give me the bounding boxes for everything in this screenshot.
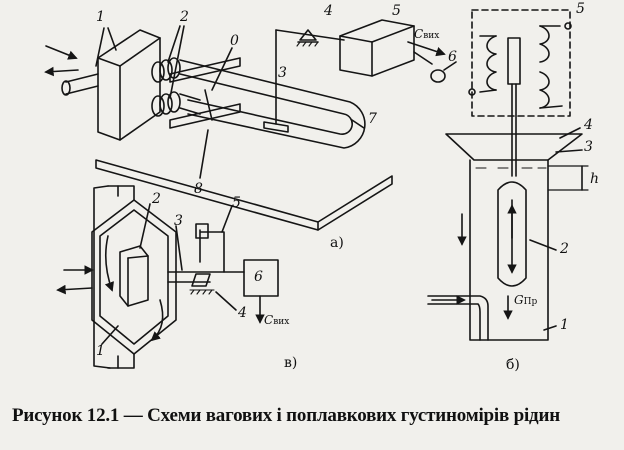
output-signal-a: Cвих bbox=[414, 28, 439, 41]
bellows bbox=[151, 57, 181, 117]
inlet-flange-block bbox=[97, 29, 161, 141]
float bbox=[497, 181, 527, 287]
float-rod bbox=[511, 83, 517, 177]
label-v-4: 4 bbox=[238, 305, 247, 321]
panel-b-drawing bbox=[427, 9, 589, 341]
label-v-2: 2 bbox=[152, 191, 161, 207]
label-b-2: 2 bbox=[560, 241, 569, 257]
label-v-6: 6 bbox=[254, 269, 263, 285]
secondary-coil-b bbox=[539, 71, 550, 109]
label-a-2: 2 bbox=[180, 9, 189, 25]
panel-label-b: б) bbox=[506, 357, 520, 373]
label-v-5: 5 bbox=[232, 195, 241, 211]
output-wire bbox=[413, 51, 433, 65]
label-b-3: 3 bbox=[584, 139, 593, 155]
float-body bbox=[119, 245, 149, 307]
label-a-0: 0 bbox=[230, 33, 239, 49]
panel-v-drawing bbox=[56, 185, 279, 369]
chamber-inner bbox=[99, 209, 169, 345]
label-b-4: 4 bbox=[584, 117, 593, 133]
pipe-loop bbox=[107, 185, 135, 369]
secondary-coil-a bbox=[539, 25, 550, 63]
label-a-4: 4 bbox=[324, 3, 333, 19]
inlet-pipe bbox=[65, 73, 99, 95]
lever bbox=[275, 29, 345, 41]
spring-cap bbox=[195, 223, 209, 239]
label-a-8: 8 bbox=[194, 181, 203, 197]
label-v-1: 1 bbox=[96, 343, 105, 359]
u-tube-inner bbox=[179, 73, 353, 135]
output-signal-v-subscript: вих bbox=[273, 317, 290, 327]
clamp-frame-top bbox=[169, 57, 241, 83]
base-plate bbox=[95, 159, 393, 231]
transducer-v bbox=[243, 259, 279, 297]
transducer-block bbox=[339, 19, 415, 77]
label-a-1: 1 bbox=[96, 9, 105, 25]
label-a-3: 3 bbox=[278, 65, 287, 81]
float-force: GПр bbox=[514, 294, 537, 307]
output-signal-a-subscript: вих bbox=[423, 31, 440, 41]
output-signal-v: Cвих bbox=[264, 314, 289, 327]
label-b-1: 1 bbox=[560, 317, 569, 333]
chamber-housing bbox=[91, 199, 177, 355]
spring bbox=[199, 229, 225, 273]
panel-label-a: а) bbox=[330, 235, 344, 251]
output-connector bbox=[430, 69, 446, 83]
fulcrum bbox=[299, 29, 317, 41]
float-force-symbol: G bbox=[514, 293, 524, 307]
figure-caption: Рисунок 12.1 — Схеми вагових і поплавков… bbox=[12, 405, 560, 426]
output-signal-a-symbol: C bbox=[414, 27, 424, 41]
pipe-loop-left bbox=[93, 185, 111, 369]
panel-label-v: в) bbox=[284, 355, 298, 371]
differential-transformer-frame bbox=[471, 9, 571, 117]
inlet-pipe-b bbox=[427, 295, 489, 341]
u-tube-outer bbox=[179, 59, 366, 149]
label-a-7: 7 bbox=[368, 111, 377, 127]
clamp-frame-bottom bbox=[169, 103, 241, 129]
label-a-5: 5 bbox=[392, 3, 401, 19]
depth-symbol: h bbox=[590, 171, 600, 187]
panel-a-drawing bbox=[44, 19, 457, 231]
vessel bbox=[469, 159, 549, 341]
label-v-3: 3 bbox=[174, 213, 183, 229]
rod-bracket bbox=[263, 121, 289, 133]
label-b-5: 5 bbox=[576, 1, 585, 17]
float-force-subscript: Пр bbox=[523, 297, 538, 307]
pivot-v bbox=[191, 273, 211, 287]
label-a-6: 6 bbox=[448, 49, 457, 65]
output-signal-v-symbol: C bbox=[264, 313, 274, 327]
primary-coil bbox=[486, 35, 497, 91]
core bbox=[507, 37, 521, 85]
